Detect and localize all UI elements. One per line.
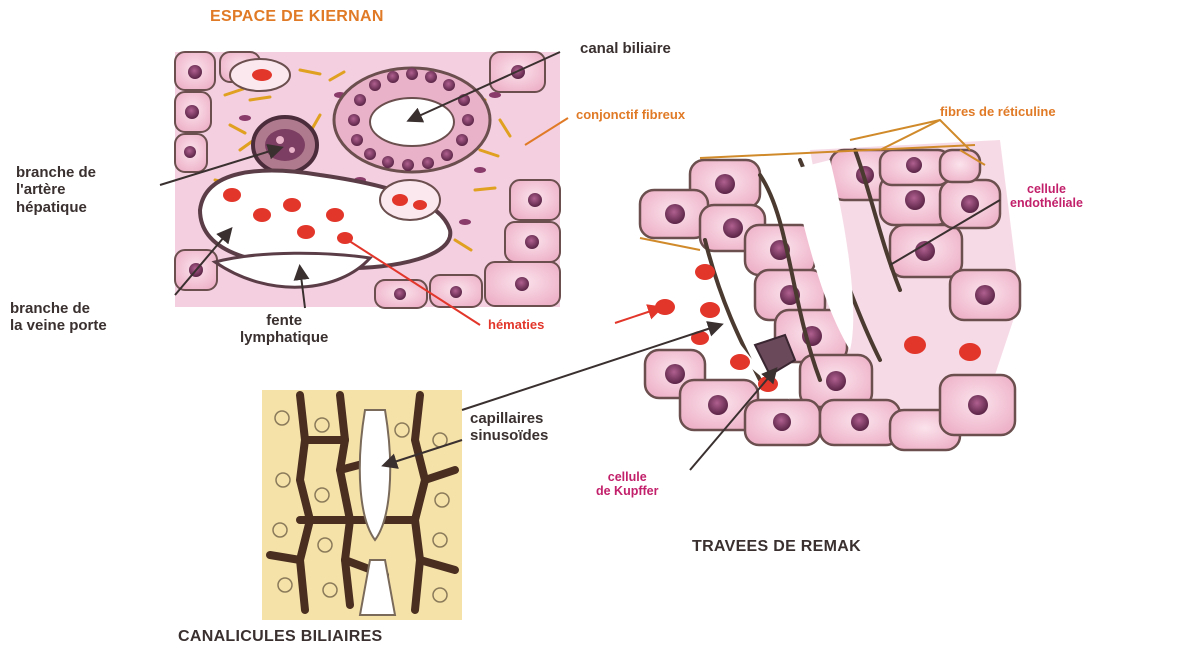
- label-cellule-endotheliale-line2: endothéliale: [1010, 196, 1083, 210]
- label-artere-line2: l'artère: [16, 181, 96, 198]
- label-hematies: hématies: [488, 318, 544, 333]
- label-branche-veine-porte: branche de la veine porte: [10, 300, 107, 335]
- label-artere-line3: hépatique: [16, 199, 96, 216]
- bile-canaliculi-illustration: [262, 390, 462, 620]
- label-capillaires-sinusoides: capillaires sinusoïdes: [470, 410, 548, 445]
- label-cellule-endotheliale-line1: cellule: [1010, 182, 1083, 196]
- label-fente-line1: fente: [240, 312, 328, 329]
- label-artere-line1: branche de: [16, 164, 96, 181]
- label-fente-lymphatique: fente lymphatique: [240, 312, 328, 347]
- label-cellule-de-kupffer: cellule de Kupffer: [596, 470, 659, 499]
- hepatic-artery-branch: [253, 117, 317, 173]
- label-conjonctif-fibreux: conjonctif fibreux: [576, 108, 685, 123]
- label-fibres-de-reticuline: fibres de réticuline: [940, 105, 1056, 120]
- title-travees-de-remak: TRAVEES DE REMAK: [692, 538, 861, 556]
- title-espace-de-kiernan: ESPACE DE KIERNAN: [210, 8, 384, 26]
- label-cellule-endotheliale: cellule endothéliale: [1010, 182, 1083, 211]
- label-kupffer-line2: de Kupffer: [596, 484, 659, 498]
- label-kupffer-line1: cellule: [596, 470, 659, 484]
- kiernan-space-illustration: [175, 52, 560, 308]
- remak-trabeculae-illustration: [640, 140, 1020, 450]
- label-veine-line1: branche de: [10, 300, 107, 317]
- title-canalicules-biliaires: CANALICULES BILIAIRES: [178, 628, 383, 646]
- label-canal-biliaire: canal biliaire: [580, 40, 671, 57]
- label-capillaires-line1: capillaires: [470, 410, 548, 427]
- label-veine-line2: la veine porte: [10, 317, 107, 334]
- label-fente-line2: lymphatique: [240, 329, 328, 346]
- label-capillaires-line2: sinusoïdes: [470, 427, 548, 444]
- label-branche-artere-hepatique: branche de l'artère hépatique: [16, 164, 96, 216]
